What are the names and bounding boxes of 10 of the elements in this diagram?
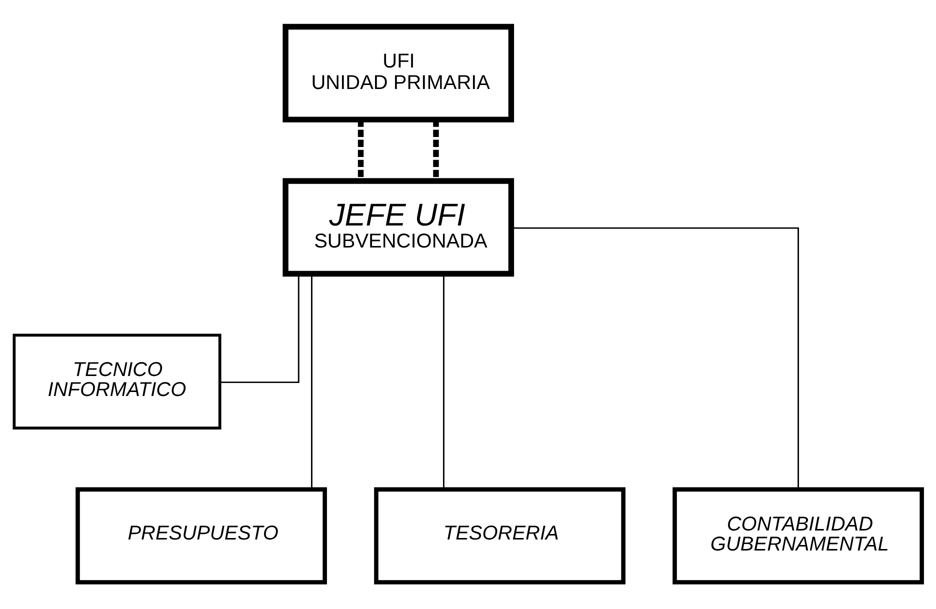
node-box: TECNICO INFORMATICO: [12, 334, 222, 430]
connector: [511, 227, 799, 490]
node-box: PRESUPUESTO: [76, 487, 327, 584]
connector: [443, 274, 444, 490]
connector: [220, 274, 300, 384]
node-box: UFI UNIDAD PRIMARIA: [282, 24, 514, 122]
node-box: TESORERIA: [374, 487, 626, 584]
connector: [311, 274, 312, 490]
node-box: CONTABILIDAD GUBERNAMENTAL: [672, 487, 924, 584]
node-box: JEFE UFI SUBVENCIONADA: [282, 178, 514, 277]
